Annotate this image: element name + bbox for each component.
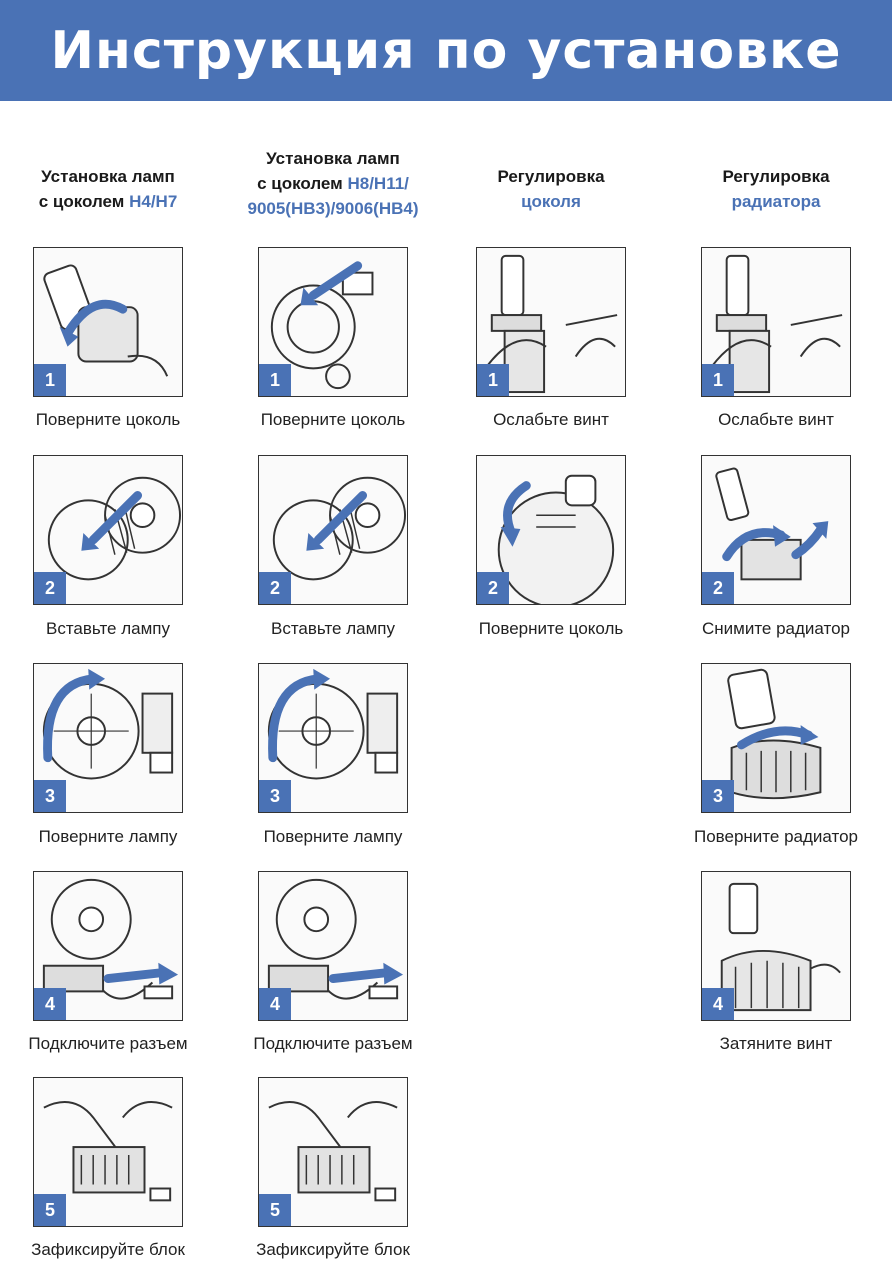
illustration	[497, 474, 615, 604]
illustration	[267, 668, 399, 780]
illustration	[720, 882, 841, 1012]
step-caption: Вставьте лампу	[46, 619, 170, 638]
illustration	[42, 878, 179, 1000]
step-caption: Ослабьте винт	[493, 410, 609, 429]
heading-line: с цоколем H8/H11/	[223, 171, 443, 196]
column-heading: Регулировка радиатора	[666, 164, 886, 214]
illustration	[272, 476, 407, 581]
step-illustration-card: 2	[33, 455, 183, 605]
heading-text: с цоколем	[38, 192, 130, 211]
step-illustration-card: 2	[258, 455, 408, 605]
step-illustration-card: 3	[258, 663, 408, 813]
heading-line: Установка ламп	[223, 146, 443, 171]
step-caption: Подключите разъем	[253, 1034, 413, 1053]
step-number-badge: 5	[34, 1194, 66, 1226]
heading-text: Регулировка	[497, 167, 605, 186]
step-illustration-card: 1	[701, 247, 851, 397]
step-number-badge: 4	[702, 988, 734, 1020]
heading-text: с цоколем	[257, 174, 348, 193]
heading-line: Установка ламп	[0, 164, 218, 189]
step-caption: Поверните лампу	[38, 827, 178, 846]
column-heading: Регулировка цоколя	[441, 164, 661, 214]
illustration	[267, 878, 404, 1000]
column-heading: Установка ламп с цоколем H4/H7	[0, 164, 218, 214]
heading-accent: H4/H7	[129, 192, 178, 211]
illustration	[711, 254, 843, 394]
step-caption: Снимите радиатор	[701, 619, 851, 638]
step-illustration-card: 1	[33, 247, 183, 397]
step-caption: Подключите разъем	[28, 1034, 188, 1053]
step-illustration-card: 4	[258, 871, 408, 1021]
heading-text: Установка ламп	[266, 149, 400, 168]
illustration	[715, 467, 829, 581]
illustration	[486, 254, 618, 394]
step-illustration-card: 3	[701, 663, 851, 813]
heading-line: радиатора	[666, 189, 886, 214]
heading-line: цоколя	[441, 189, 661, 214]
step-illustration-card: 3	[33, 663, 183, 813]
step-caption: Затяните винт	[719, 1034, 833, 1053]
heading-line: с цоколем H4/H7	[0, 189, 218, 214]
step-number-badge: 1	[477, 364, 509, 396]
illustration	[268, 1101, 398, 1202]
step-illustration-card: 4	[33, 871, 183, 1021]
step-illustration-card: 5	[258, 1077, 408, 1227]
step-illustration-card: 4	[701, 871, 851, 1021]
header-banner: Инструкция по установке	[0, 0, 892, 101]
heading-text: Регулировка	[722, 167, 830, 186]
heading-line: 9005(HB3)/9006(HB4)	[223, 196, 443, 221]
step-number-badge: 1	[259, 364, 291, 396]
illustration	[270, 261, 374, 390]
step-caption: Поверните цоколь	[260, 410, 406, 429]
step-caption: Поверните лампу	[263, 827, 403, 846]
heading-line: Регулировка	[441, 164, 661, 189]
step-number-badge: 3	[259, 780, 291, 812]
illustration	[43, 1101, 173, 1202]
step-number-badge: 4	[34, 988, 66, 1020]
page-title: Инструкция по установке	[50, 20, 842, 81]
heading-accent: 9005(HB3)/9006(HB4)	[247, 199, 419, 218]
heading-accent: H8/H11/	[347, 174, 409, 193]
step-caption: Зафиксируйте блок	[31, 1240, 185, 1259]
step-caption: Ослабьте винт	[718, 410, 834, 429]
heading-accent: радиатора	[731, 192, 821, 211]
step-number-badge: 2	[34, 572, 66, 604]
step-number-badge: 2	[259, 572, 291, 604]
step-number-badge: 2	[702, 572, 734, 604]
step-illustration-card: 5	[33, 1077, 183, 1227]
step-caption: Поверните цоколь	[35, 410, 181, 429]
step-illustration-card: 1	[476, 247, 626, 397]
step-number-badge: 2	[477, 572, 509, 604]
illustration	[42, 668, 174, 780]
illustration	[727, 668, 822, 800]
heading-line: Регулировка	[666, 164, 886, 189]
step-illustration-card: 2	[476, 455, 626, 605]
illustration	[47, 476, 182, 581]
step-number-badge: 3	[34, 780, 66, 812]
step-number-badge: 1	[702, 364, 734, 396]
step-illustration-card: 1	[258, 247, 408, 397]
step-number-badge: 5	[259, 1194, 291, 1226]
step-caption: Поверните радиатор	[694, 827, 858, 846]
step-illustration-card: 2	[701, 455, 851, 605]
illustration	[43, 264, 169, 377]
step-number-badge: 3	[702, 780, 734, 812]
step-caption: Зафиксируйте блок	[256, 1240, 410, 1259]
heading-accent: цоколя	[521, 192, 581, 211]
column-heading: Установка ламп с цоколем H8/H11/9005(HB3)…	[223, 146, 443, 221]
step-number-badge: 1	[34, 364, 66, 396]
step-caption: Вставьте лампу	[271, 619, 395, 638]
step-number-badge: 4	[259, 988, 291, 1020]
step-caption: Поверните цоколь	[478, 619, 624, 638]
heading-text: Установка ламп	[41, 167, 175, 186]
